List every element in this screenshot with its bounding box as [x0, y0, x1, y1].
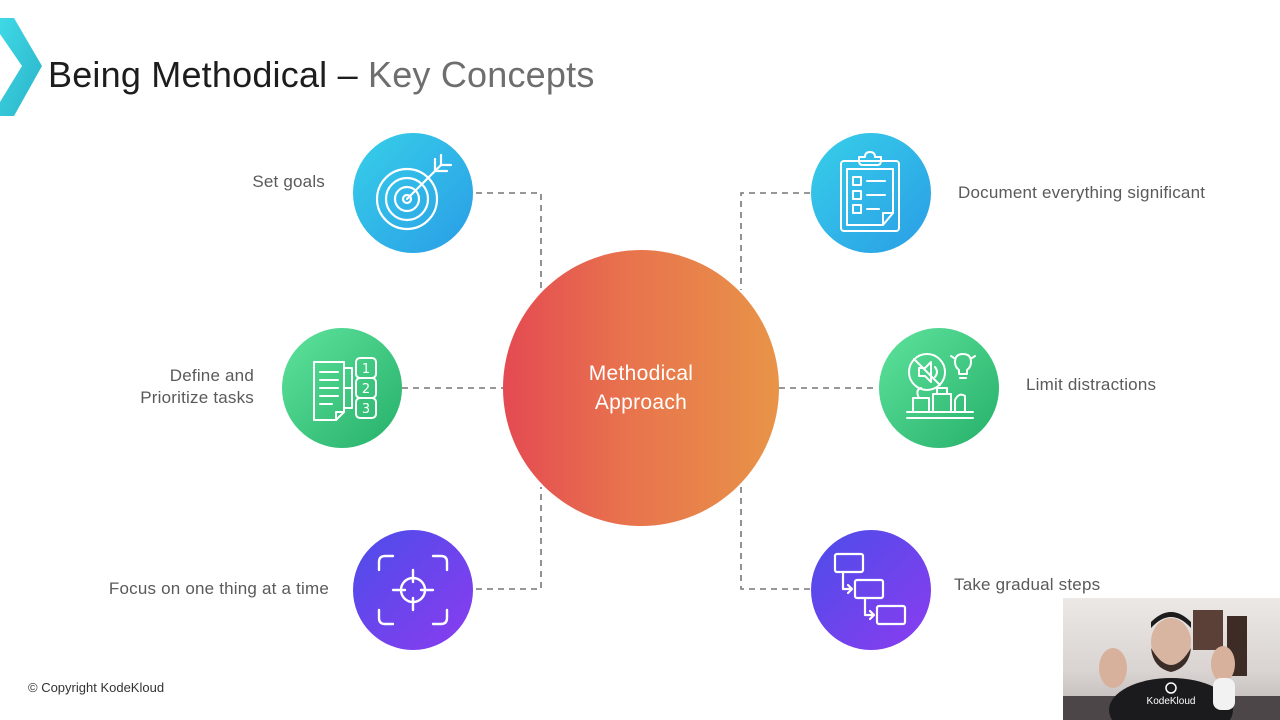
label-define-line2: Prioritize tasks [140, 388, 254, 407]
svg-text:2: 2 [362, 382, 370, 397]
presenter-webcam: KodeKloud [1063, 598, 1280, 720]
limit-distractions-node [879, 328, 999, 448]
center-line2: Approach [594, 391, 688, 414]
connector-gradual-steps [740, 487, 810, 590]
label-limit-distractions: Limit distractions [1026, 375, 1157, 394]
label-focus: Focus on one thing at a time [108, 579, 329, 598]
title-main: Being Methodical – [48, 54, 368, 95]
label-document: Document everything significant [958, 183, 1206, 202]
label-define-line1: Define and [169, 366, 254, 385]
focus-node [353, 530, 473, 650]
clipboard-icon [840, 151, 900, 232]
center-line1: Methodical [588, 362, 694, 385]
crosshair-icon [377, 554, 449, 626]
gradual-steps-node [811, 530, 931, 650]
center-methodical-approach: Methodical Approach [503, 250, 779, 526]
numbered-list-icon: 1 2 3 [313, 357, 377, 421]
set-goals-node [353, 133, 473, 253]
label-set-goals: Set goals [252, 172, 325, 191]
kodekloud-logo-icon [0, 18, 42, 116]
connector-document [740, 192, 810, 290]
no-noise-icon [906, 353, 976, 419]
connector-set-goals [476, 192, 542, 290]
label-define-prioritize: Define and Prioritize tasks [100, 365, 254, 409]
webcam-shirt-text: KodeKloud [1147, 696, 1196, 707]
label-gradual-steps: Take gradual steps [954, 575, 1101, 594]
flowchart-steps-icon [833, 552, 907, 626]
page-title: Being Methodical – Key Concepts [48, 54, 595, 96]
define-prioritize-node: 1 2 3 [282, 328, 402, 448]
connector-focus [476, 487, 542, 590]
target-icon [375, 153, 453, 231]
presenter-figure: KodeKloud [1063, 610, 1280, 720]
svg-text:1: 1 [362, 362, 370, 377]
title-sub: Key Concepts [368, 54, 595, 95]
document-node [811, 133, 931, 253]
svg-text:3: 3 [362, 402, 370, 417]
copyright-text: © Copyright KodeKloud [28, 680, 165, 695]
